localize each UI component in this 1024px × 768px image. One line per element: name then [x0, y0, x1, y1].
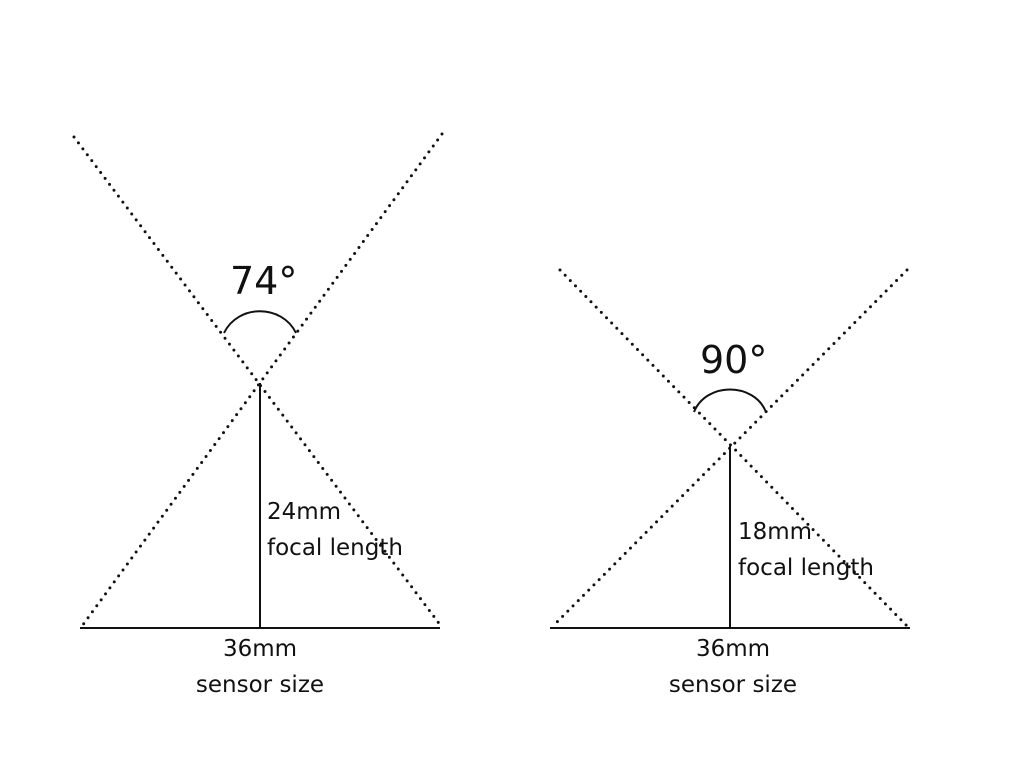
left-sensor-caption: sensor size — [196, 672, 324, 698]
left-focal-value: 24mm — [267, 499, 341, 525]
diagram-right: 90° 18mm focal length 36mm sensor size — [550, 268, 910, 698]
right-focal-caption: focal length — [738, 555, 874, 581]
right-sensor-caption: sensor size — [669, 672, 797, 698]
left-focal-caption: focal length — [267, 535, 403, 561]
right-angle-label: 90° — [700, 338, 767, 382]
left-angle-label: 74° — [230, 259, 297, 303]
right-focal-value: 18mm — [738, 519, 812, 545]
right-sensor-value: 36mm — [696, 636, 770, 662]
right-view-ray-1 — [558, 268, 909, 628]
left-view-ray-2 — [80, 132, 444, 628]
left-angle-arc — [223, 310, 297, 334]
left-view-ray-1 — [72, 135, 443, 628]
right-angle-arc — [693, 388, 767, 413]
left-sensor-value: 36mm — [223, 636, 297, 662]
diagram-left: 74° 24mm focal length 36mm sensor size — [72, 132, 444, 698]
